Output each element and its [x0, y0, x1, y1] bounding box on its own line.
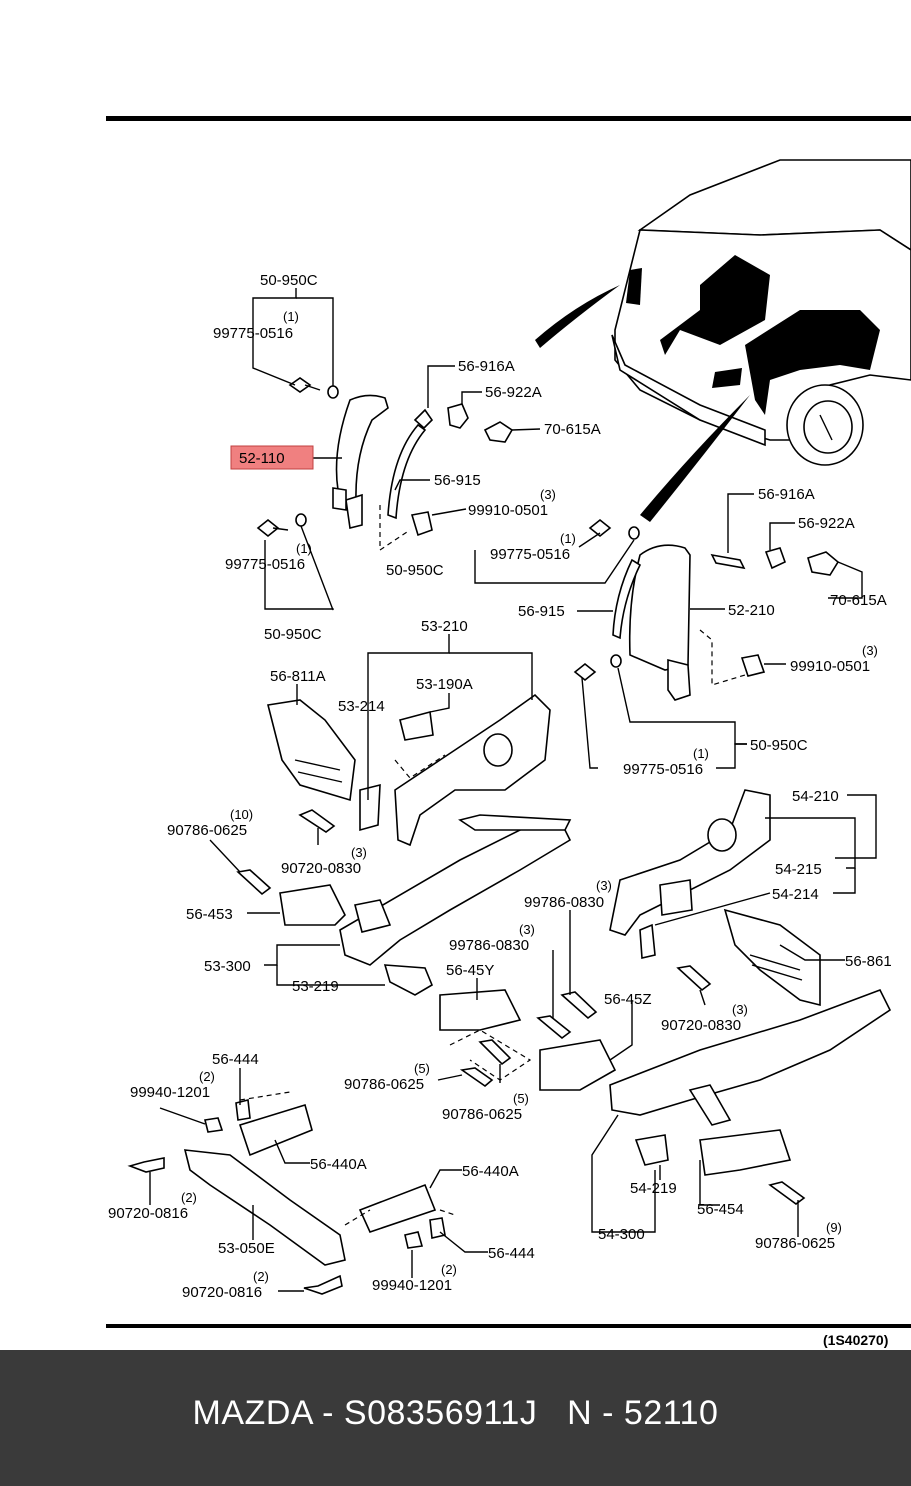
label-l36: 53-300: [204, 958, 251, 975]
label-l5: 56-916A: [458, 358, 515, 375]
label-l62: 90720-0816: [182, 1284, 262, 1301]
label-l6: 56-922A: [485, 384, 542, 401]
label-l55: (2): [199, 1069, 215, 1084]
label-l44: 99786-0830: [449, 937, 529, 954]
label-l11: (1): [296, 541, 312, 556]
label-l68: 54-300: [598, 1226, 645, 1243]
label-l8: 56-915: [434, 472, 481, 489]
label-l21: 52-210: [728, 602, 775, 619]
label-l70: (9): [826, 1220, 842, 1235]
label-l49: 90720-0830: [661, 1017, 741, 1034]
label-l17: 56-916A: [758, 486, 815, 503]
van-illustration: [535, 159, 911, 522]
label-l32: 90786-0625: [167, 822, 247, 839]
label-l19: 70-615A: [830, 592, 887, 609]
label-l2: (1): [283, 309, 299, 324]
label-l67: 54-219: [630, 1180, 677, 1197]
frame-assembly-rear: [609, 789, 892, 1176]
label-l27: 53-210: [421, 618, 468, 635]
label-l1: 50-950C: [260, 272, 318, 289]
dashed-guides: [239, 754, 532, 1226]
label-l53: 90786-0625: [442, 1106, 522, 1123]
label-l24: 50-950C: [750, 737, 808, 754]
leader-lines: [149, 288, 877, 1292]
label-l35: 56-453: [186, 906, 233, 923]
label-l46: 56-45Z: [604, 991, 652, 1008]
label-l10: 99910-0501: [468, 502, 548, 519]
label-l37: 53-219: [292, 978, 339, 995]
bracket-parts: [183, 989, 617, 1266]
frame-assembly-front: [267, 693, 572, 996]
label-l60: 53-050E: [218, 1240, 275, 1257]
label-l9: (3): [540, 487, 556, 502]
label-l4[interactable]: 52-110: [239, 450, 285, 467]
label-l61: (2): [253, 1269, 269, 1284]
label-l13: 50-950C: [264, 626, 322, 643]
label-l25: (1): [693, 746, 709, 761]
label-l41: (3): [596, 878, 612, 893]
part-56-915-strip: [387, 423, 427, 520]
upper-left-fasteners: [256, 377, 514, 538]
label-l26: 99775-0516: [623, 761, 703, 778]
label-l45: 56-45Y: [446, 962, 494, 979]
parts-diagram: 50-950C (1) 99775-0516 52-110 56-916A 56…: [106, 116, 911, 1348]
label-l39: 54-215: [775, 861, 822, 878]
label-l23: 99910-0501: [790, 658, 870, 675]
label-l40: 54-214: [772, 886, 819, 903]
label-l71: 90786-0625: [755, 1235, 835, 1252]
label-l31: (10): [230, 807, 253, 822]
label-l48: (3): [732, 1002, 748, 1017]
label-l12: 99775-0516: [225, 556, 305, 573]
label-l7: 70-615A: [544, 421, 601, 438]
label-l3: 99775-0516: [213, 325, 293, 342]
footer-title: MAZDA - S08356911J N - 52110: [192, 1393, 719, 1432]
label-l28: 56-811A: [270, 668, 326, 685]
footer-bar: MAZDA - S08356911J N - 52110: [0, 1350, 911, 1486]
label-l14: (1): [560, 531, 576, 546]
part-52-110-panel: [332, 394, 389, 529]
label-l50: (5): [414, 1061, 430, 1076]
label-l58: (2): [181, 1190, 197, 1205]
label-l20: 56-915: [518, 603, 565, 620]
label-l64: 56-444: [488, 1245, 535, 1262]
part-52-210-panel: [573, 518, 840, 701]
label-l65: (2): [441, 1262, 457, 1277]
label-l29: 53-190A: [416, 676, 473, 693]
part-labels: 50-950C (1) 99775-0516 52-110 56-916A 56…: [108, 272, 892, 1348]
label-l16: 50-950C: [386, 562, 444, 579]
label-l18: 56-922A: [798, 515, 855, 532]
label-l52: (5): [513, 1091, 529, 1106]
label-l15: 99775-0516: [490, 546, 570, 563]
label-l56: 99940-1201: [130, 1084, 210, 1101]
bolts: [127, 809, 806, 1295]
top-rule: [106, 116, 911, 121]
label-l51: 90786-0625: [344, 1076, 424, 1093]
label-l57: 56-440A: [310, 1156, 367, 1173]
label-l66: 99940-1201: [372, 1277, 452, 1294]
label-l47: 56-861: [845, 953, 892, 970]
reference-code: (1S40270): [823, 1332, 888, 1348]
label-l38: 54-210: [792, 788, 839, 805]
label-l54: 56-444: [212, 1051, 259, 1068]
bottom-rule: [106, 1324, 911, 1328]
label-l42: 99786-0830: [524, 894, 604, 911]
label-l43: (3): [519, 922, 535, 937]
highlight-box-52-110: [230, 445, 314, 470]
label-l30: 53-214: [338, 698, 385, 715]
label-l34: 90720-0830: [281, 860, 361, 877]
label-l59: 90720-0816: [108, 1205, 188, 1222]
label-l69: 56-454: [697, 1201, 744, 1218]
label-l22: (3): [862, 643, 878, 658]
label-l63: 56-440A: [462, 1163, 519, 1180]
label-l33: (3): [351, 845, 367, 860]
